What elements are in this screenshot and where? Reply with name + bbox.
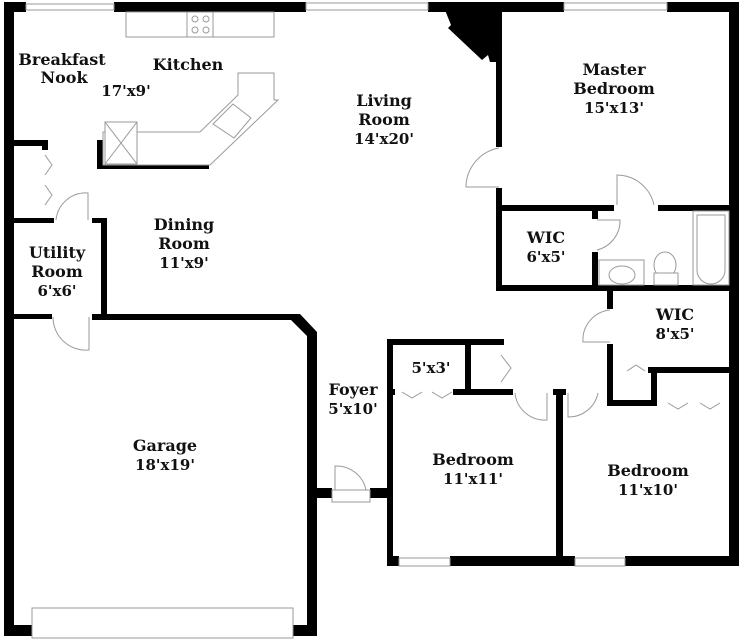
breakfast-nook-label-1: Breakfast (18, 50, 106, 69)
wic-second-label: WIC (655, 305, 694, 324)
master-bedroom-label-1: Master (582, 60, 646, 79)
utility-room-label-2: Room (31, 262, 83, 281)
utility-room-label-1: Utility (29, 243, 86, 262)
garage-label: Garage (133, 436, 197, 455)
wic-second-size: 8'x5' (655, 325, 694, 343)
living-room-label-2: Room (358, 110, 410, 129)
doors (44, 147, 721, 491)
bath-fixtures (598, 210, 730, 286)
bedroom-2-label: Bedroom (432, 450, 514, 469)
kitchen-fixtures (102, 11, 280, 166)
living-room-size: 14'x20' (354, 130, 414, 148)
bedroom-2-size: 11'x11' (443, 470, 503, 488)
bedroom-3-size: 11'x10' (618, 481, 678, 499)
kitchen-size: 17'x9' (101, 82, 150, 100)
dining-room-label-2: Room (158, 234, 210, 253)
master-bedroom-label-2: Bedroom (573, 79, 655, 98)
wic-master-size: 6'x5' (526, 248, 565, 266)
foyer-size: 5'x10' (328, 400, 377, 418)
bedroom-3-label: Bedroom (607, 461, 689, 480)
garage-size: 18'x19' (135, 456, 195, 474)
foyer-label: Foyer (328, 380, 378, 399)
kitchen-label: Kitchen (153, 55, 224, 74)
master-bedroom-size: 15'x13' (584, 99, 644, 117)
wic-master-label: WIC (526, 228, 565, 247)
breakfast-nook-label-2: Nook (40, 68, 88, 87)
living-room-label-1: Living (356, 91, 412, 110)
dining-room-label-1: Dining (154, 215, 214, 234)
dining-room-size: 11'x9' (159, 254, 208, 272)
utility-room-size: 6'x6' (37, 282, 76, 300)
windows (25, 2, 668, 639)
interior-walls (14, 10, 733, 566)
closet-size: 5'x3' (411, 359, 450, 377)
room-labels: Breakfast Nook Kitchen 17'x9' Living Roo… (18, 50, 694, 499)
